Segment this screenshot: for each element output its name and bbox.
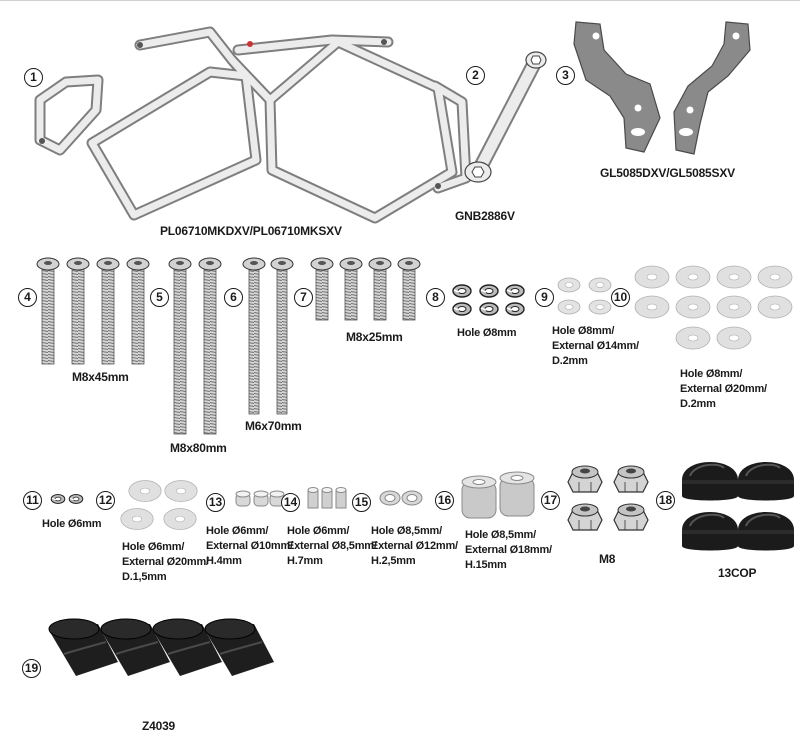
part-13-number: 13 [206,493,225,512]
part-10-label: Hole Ø8mm/ External Ø20mm/ D.2mm [680,367,767,412]
part-18-label: 13COP [718,566,757,580]
part-15-number: 15 [352,493,371,512]
part-8-lock-washers [452,284,525,316]
part-19-label: Z4039 [142,719,176,733]
part-15-label-line-3: H.2,5mm [371,555,416,567]
part-16-label-line-2: External Ø18mm/ [465,544,552,556]
part-7-bolts [310,257,421,321]
part-12-label-line-2: External Ø20mm/ [122,556,209,568]
part-1-number: 1 [24,68,43,87]
part-6-bolts [242,257,294,415]
part-6-number: 6 [224,288,243,307]
part-10-number: 10 [611,288,630,307]
part-16-number: 16 [435,491,454,510]
part-16-label-line-1: Hole Ø8,5mm/ [465,529,536,541]
part-13-spacers [235,490,285,507]
part-8-label: Hole Ø8mm [457,327,517,339]
part-9-label: Hole Ø8mm/ External Ø14mm/ D.2mm [552,324,639,369]
part-5-bolts [168,257,222,435]
part-5-label: M8x80mm [170,441,227,455]
part-19-number: 19 [22,659,41,678]
part-7-label: M8x25mm [346,330,403,344]
part-9-label-line-2: External Ø14mm/ [552,340,639,352]
part-19-covers [48,618,275,677]
part-1-side-frames [34,26,472,224]
part-16-spacers [461,471,535,519]
part-13-label-line-1: Hole Ø6mm/ [206,525,269,537]
part-1-label: PL06710MKDXV/PL06710MKSXV [160,224,342,238]
part-18-number: 18 [656,491,675,510]
part-10-label-line-1: Hole Ø8mm/ [680,368,743,380]
part-9-label-line-3: D.2mm [552,355,588,367]
part-14-label-line-3: H.7mm [287,555,323,567]
part-10-label-line-2: External Ø20mm/ [680,383,767,395]
part-12-washers [120,480,198,530]
part-15-label: Hole Ø8,5mm/ External Ø12mm/ H.2,5mm [371,524,458,569]
part-4-bolts [36,257,150,365]
part-18-caps [681,461,795,552]
part-16-label: Hole Ø8,5mm/ External Ø18mm/ H.15mm [465,528,552,573]
part-9-number: 9 [535,288,554,307]
part-9-label-line-1: Hole Ø8mm/ [552,325,615,337]
part-2-number: 2 [466,66,485,85]
part-10-washers [634,265,793,350]
part-11-lock-washers [50,493,84,505]
part-12-label: Hole Ø6mm/ External Ø20mm/ D.1,5mm [122,540,209,585]
part-2-label: GNB2886V [455,209,515,223]
part-17-nuts [567,465,649,531]
part-13-label-line-2: External Ø10mm/ [206,540,293,552]
part-17-number: 17 [541,491,560,510]
part-12-label-line-3: D.1,5mm [122,571,167,583]
part-14-label-line-1: Hole Ø6mm/ [287,525,350,537]
part-17-label: M8 [599,552,616,566]
part-3-plates [573,21,751,155]
part-12-number: 12 [96,491,115,510]
part-16-label-line-3: H.15mm [465,559,507,571]
part-14-number: 14 [281,493,300,512]
part-13-label: Hole Ø6mm/ External Ø10mm/ H.4mm [206,524,293,569]
part-14-label-line-2: External Ø8,5mm/ [287,540,377,552]
part-10-label-line-3: D.2mm [680,398,716,410]
part-12-label-line-1: Hole Ø6mm/ [122,541,185,553]
part-4-number: 4 [18,288,37,307]
part-3-number: 3 [556,66,575,85]
part-2-bar [464,51,547,183]
part-11-number: 11 [23,491,42,510]
top-border [0,0,800,1]
part-11-label: Hole Ø6mm [42,518,102,530]
part-4-label: M8x45mm [72,370,129,384]
part-5-number: 5 [150,288,169,307]
part-15-spacers [379,490,423,506]
part-14-spacers [307,487,347,509]
part-15-label-line-2: External Ø12mm/ [371,540,458,552]
part-7-number: 7 [294,288,313,307]
part-15-label-line-1: Hole Ø8,5mm/ [371,525,442,537]
part-9-washers [557,277,612,315]
part-8-number: 8 [426,288,445,307]
part-3-label: GL5085DXV/GL5085SXV [600,166,735,180]
part-6-label: M6x70mm [245,419,302,433]
part-13-label-line-3: H.4mm [206,555,242,567]
part-14-label: Hole Ø6mm/ External Ø8,5mm/ H.7mm [287,524,377,569]
